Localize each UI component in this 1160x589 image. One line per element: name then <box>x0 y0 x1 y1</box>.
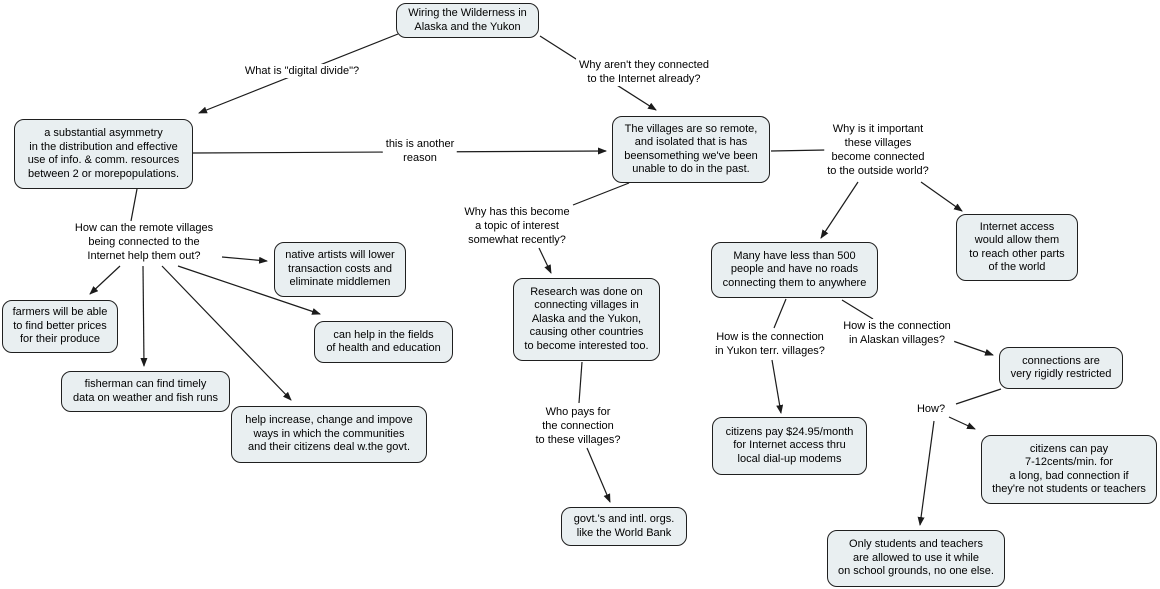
node-citizens-pay-month[interactable]: citizens pay $24.95/month for Internet a… <box>712 417 867 475</box>
node-villages-remote[interactable]: The villages are so remote, and isolated… <box>612 116 770 183</box>
node-internet-access[interactable]: Internet access would allow them to reac… <box>956 214 1078 281</box>
node-title[interactable]: Wiring the Wilderness in Alaska and the … <box>396 3 539 38</box>
label-why-not-connected: Why aren't they connected to the Interne… <box>576 58 712 86</box>
connector-whytopic-to-research <box>538 247 552 274</box>
node-health-education[interactable]: can help in the fields of health and edu… <box>314 321 453 363</box>
label-how: How? <box>913 402 949 416</box>
label-another-reason: this is another reason <box>382 137 458 165</box>
node-govts-orgs[interactable]: govt.'s and intl. orgs. like the World B… <box>561 507 687 546</box>
connector-whopays-to-govts <box>586 447 611 503</box>
connector-many500-to-howalaskan <box>841 299 874 320</box>
connector-how-to-citizensmin <box>948 416 976 430</box>
node-farmers[interactable]: farmers will be able to find better pric… <box>2 300 118 353</box>
label-who-pays: Who pays for the connection to these vil… <box>532 405 624 447</box>
connector-whyimportant-to-internetaccess <box>920 181 963 212</box>
label-how-help-out: How can the remote villages being connec… <box>71 221 217 263</box>
node-citizens-pay-min[interactable]: citizens can pay 7-12cents/min. for a lo… <box>981 435 1157 504</box>
node-many-less-500[interactable]: Many have less than 500 people and have … <box>711 242 878 298</box>
node-native-artists[interactable]: native artists will lower transaction co… <box>274 242 406 297</box>
node-connections-restricted[interactable]: connections are very rigidly restricted <box>999 347 1123 389</box>
connector-research-to-whopays <box>578 361 583 404</box>
label-why-important: Why is it important these villages becom… <box>824 122 932 178</box>
label-why-topic-recent: Why has this become a topic of interest … <box>461 205 573 247</box>
node-research[interactable]: Research was done on connecting villages… <box>513 278 660 361</box>
connector-howhelp-to-nativeartists <box>221 256 268 264</box>
connector-villages-to-whytopic <box>572 182 630 206</box>
connector-villages-to-whyimportant <box>770 149 827 152</box>
node-only-students[interactable]: Only students and teachers are allowed t… <box>827 530 1005 587</box>
node-help-increase[interactable]: help increase, change and impove ways in… <box>231 406 427 463</box>
connector-howyukon-to-citizensmonth <box>771 359 784 414</box>
connector-many500-to-howyukon <box>773 298 787 329</box>
label-how-alaskan: How is the connection in Alaskan village… <box>840 319 954 347</box>
connector-howhelp-to-farmers <box>89 265 121 295</box>
node-asymmetry[interactable]: a substantial asymmetry in the distribut… <box>14 119 193 189</box>
label-how-yukon: How is the connection in Yukon terr. vil… <box>712 330 828 358</box>
connector-whyimportant-to-many500 <box>820 181 859 239</box>
node-fisherman[interactable]: fisherman can find timely data on weathe… <box>61 371 230 412</box>
connector-asymmetry-to-howhelp <box>130 188 138 222</box>
connector-howalaskan-to-connections <box>952 340 994 356</box>
connector-how-to-onlystudents <box>917 420 935 526</box>
label-digital-divide: What is "digital divide"? <box>241 64 363 78</box>
connector-connections-to-how <box>955 388 1002 405</box>
connector-howhelp-to-fisherman <box>140 265 148 367</box>
